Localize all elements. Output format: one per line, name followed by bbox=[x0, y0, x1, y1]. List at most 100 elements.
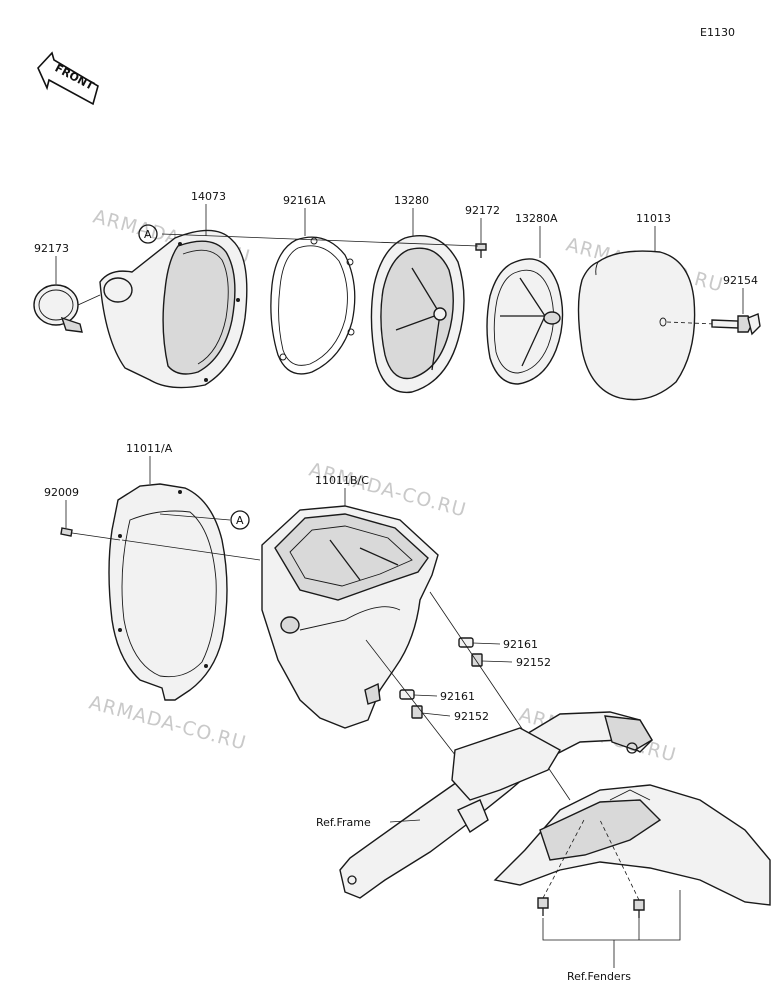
ref-fenders-label: Ref.Fenders bbox=[567, 970, 631, 983]
label-11011a: 11011/A bbox=[126, 442, 173, 455]
fender-detail bbox=[609, 789, 651, 801]
cover-inner bbox=[121, 510, 217, 678]
bolt-thread bbox=[711, 319, 739, 329]
clamp-inner bbox=[38, 289, 74, 321]
cover-bolt-4 bbox=[204, 664, 208, 668]
lead-92152-1 bbox=[481, 660, 513, 663]
box-inner-detail bbox=[329, 539, 399, 581]
element-seam bbox=[595, 261, 599, 276]
screw-92009-head bbox=[60, 527, 73, 537]
duct-bolt-1 bbox=[178, 242, 182, 246]
cage-inner bbox=[493, 269, 554, 374]
fender-bolt-1-head bbox=[537, 897, 549, 909]
duct-neck bbox=[103, 277, 133, 303]
label-13280: 13280 bbox=[394, 194, 429, 207]
box-top-opening bbox=[274, 513, 429, 601]
gasket-inner bbox=[278, 245, 348, 366]
fender-bolt-axis-2 bbox=[599, 819, 640, 901]
lead-92161-1 bbox=[472, 642, 501, 645]
box-inner-rim bbox=[289, 525, 413, 587]
lead-92152-2 bbox=[421, 712, 451, 717]
element-hole bbox=[659, 317, 667, 327]
element-body bbox=[577, 250, 696, 401]
gasket-hole-3 bbox=[347, 328, 355, 336]
clamp-lead bbox=[77, 294, 101, 306]
bolt-axis bbox=[666, 321, 716, 325]
callout-a-top-label: A bbox=[144, 228, 152, 241]
air-box-11011bc bbox=[261, 505, 439, 729]
cover-bolt-2 bbox=[118, 534, 122, 538]
box-mount bbox=[364, 682, 381, 705]
ref-frame-label: Ref.Frame bbox=[316, 816, 371, 829]
filter-cage-13280a bbox=[486, 258, 564, 385]
box-port bbox=[280, 616, 300, 634]
box-ridge bbox=[299, 606, 401, 631]
duct-lip bbox=[182, 249, 229, 365]
gasket-outer bbox=[270, 236, 356, 375]
screw-head bbox=[475, 243, 487, 251]
frame-crossmember bbox=[451, 727, 561, 801]
screw-92009-lead bbox=[71, 532, 121, 541]
label-13280a: 13280A bbox=[515, 212, 558, 225]
fender-bolt-axis-1 bbox=[542, 817, 586, 899]
frame-hub bbox=[433, 307, 447, 321]
clamp-screw bbox=[60, 316, 83, 333]
collar-92152-1 bbox=[471, 653, 483, 667]
side-cover-11011a bbox=[108, 483, 228, 701]
front-arrow-shape bbox=[37, 51, 99, 106]
cover-bolt-1 bbox=[178, 490, 182, 494]
fender-top bbox=[539, 799, 662, 861]
watermark-4: ARMADA-CO.RU bbox=[87, 692, 249, 755]
lead-92161-2 bbox=[413, 694, 438, 697]
label-92152-2: 92152 bbox=[454, 710, 489, 723]
callout-a-mid-label: A bbox=[236, 514, 244, 527]
bolt-wing bbox=[747, 313, 761, 336]
callout-a-top bbox=[138, 224, 158, 244]
label-92154: 92154 bbox=[723, 274, 758, 287]
cage-hub bbox=[543, 311, 561, 325]
alignment-line-mid bbox=[159, 513, 231, 521]
label-92009: 92009 bbox=[44, 486, 79, 499]
label-11013: 11013 bbox=[636, 212, 671, 225]
filter-element-11013 bbox=[577, 250, 696, 401]
duct-bolt-3 bbox=[204, 378, 208, 382]
screw-92009 bbox=[60, 527, 121, 541]
gasket-hole-1 bbox=[310, 237, 318, 245]
duct-bolt-2 bbox=[236, 298, 240, 302]
fender-bolt-2 bbox=[633, 899, 645, 918]
label-92173: 92173 bbox=[34, 242, 69, 255]
front-arrow-icon: FRONT bbox=[37, 51, 99, 106]
grommet-92161-2 bbox=[399, 689, 415, 700]
ref-frame-lead bbox=[389, 819, 421, 823]
frame-tab bbox=[457, 799, 489, 834]
clamp-band bbox=[33, 284, 79, 326]
fender-bolt-2-head bbox=[633, 899, 645, 911]
rear-fender bbox=[493, 784, 771, 906]
rear-frame bbox=[339, 711, 653, 899]
label-92161-1: 92161 bbox=[503, 638, 538, 651]
cover-to-box-line bbox=[121, 539, 261, 561]
cage-ribs bbox=[500, 277, 546, 367]
gasket-92161a bbox=[270, 236, 356, 375]
cover-bolt-3 bbox=[118, 628, 122, 632]
gasket-hole-2 bbox=[346, 258, 354, 266]
collar-2-shape bbox=[411, 705, 423, 719]
frame-bracket bbox=[604, 715, 653, 751]
label-92161a: 92161A bbox=[283, 194, 326, 207]
frame-bolt-hole bbox=[626, 742, 638, 754]
collar-1-shape bbox=[471, 653, 483, 667]
clamp-92173 bbox=[33, 284, 83, 333]
fender-bolt-1 bbox=[537, 897, 549, 916]
air-duct-14073 bbox=[99, 229, 248, 389]
gasket-hole-4 bbox=[279, 353, 287, 361]
diagram-code: E1130 bbox=[700, 26, 735, 39]
label-11011bc: 11011B/C bbox=[315, 474, 369, 487]
cage-outer bbox=[486, 258, 564, 385]
duct-opening bbox=[162, 240, 236, 375]
label-14073: 14073 bbox=[191, 190, 226, 203]
screw-92172 bbox=[475, 243, 487, 258]
callout-a-mid bbox=[230, 510, 250, 530]
fender-body bbox=[493, 784, 771, 906]
label-92152-1: 92152 bbox=[516, 656, 551, 669]
